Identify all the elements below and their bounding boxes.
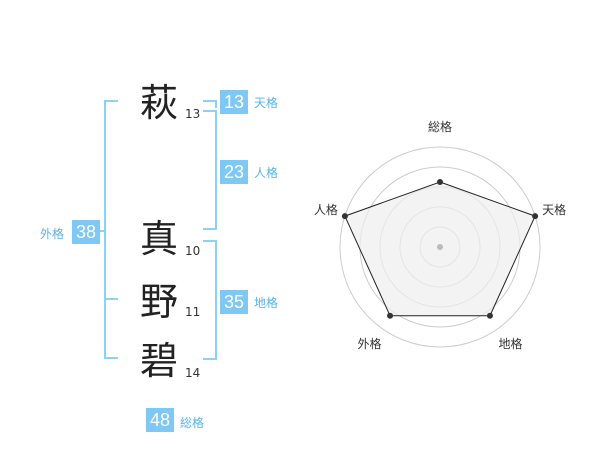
gaikaku-label: 外格 <box>40 227 65 241</box>
gaikaku-bracket <box>104 100 106 359</box>
chikaku-bracket-top <box>203 240 217 242</box>
jinkaku-label: 人格 <box>254 166 279 180</box>
jinkaku-bracket-top <box>203 110 217 112</box>
gaikaku-bracket-link <box>94 230 106 232</box>
radar-point-2 <box>486 312 493 319</box>
name-char-4-strokes: 14 <box>185 366 201 380</box>
radar-axis-label-1: 天格 <box>542 202 566 217</box>
tenkaku-value: 13 <box>220 90 248 114</box>
chikaku-label: 地格 <box>254 296 279 310</box>
gaikaku-bracket-bottom <box>104 357 118 359</box>
gaikaku-value: 38 <box>72 220 100 244</box>
gaikaku-bracket-top <box>104 100 118 102</box>
soukaku-value: 48 <box>146 408 174 432</box>
radar-points <box>341 179 539 319</box>
jinkaku-bracket-bottom <box>203 228 217 230</box>
name-char-2: 真 <box>140 217 179 261</box>
tenkaku-label: 天格 <box>254 96 279 110</box>
name-char-3: 野 <box>140 280 179 324</box>
radar-point-0 <box>437 179 443 185</box>
radar-axis-label-2: 地格 <box>499 336 523 351</box>
radar-point-4 <box>341 213 348 220</box>
radar-axis-label-0: 総格 <box>428 119 452 134</box>
radar-center-dot <box>437 244 443 250</box>
gaikaku-bracket-mid <box>104 298 118 300</box>
name-char-3-strokes: 11 <box>185 305 201 319</box>
name-char-1-strokes: 13 <box>185 107 201 121</box>
jinkaku-bracket <box>215 110 217 230</box>
radar-grid-ring <box>339 146 541 348</box>
radar-point-1 <box>532 213 539 220</box>
tenkaku-bracket-v <box>215 100 217 108</box>
chikaku-bracket <box>215 240 217 360</box>
radar-axis-label-3: 外格 <box>357 336 381 351</box>
chikaku-value: 35 <box>220 290 248 314</box>
name-char-4: 碧 <box>140 339 179 383</box>
radar-point-3 <box>387 312 394 319</box>
name-char-1: 萩 <box>140 81 179 125</box>
radar-axis-label-4: 人格 <box>314 202 338 217</box>
jinkaku-value: 23 <box>220 160 248 184</box>
name-char-2-strokes: 10 <box>185 244 201 258</box>
soukaku-label: 総格 <box>180 416 205 430</box>
chikaku-bracket-bottom <box>203 358 217 360</box>
tenkaku-bracket <box>203 100 217 102</box>
